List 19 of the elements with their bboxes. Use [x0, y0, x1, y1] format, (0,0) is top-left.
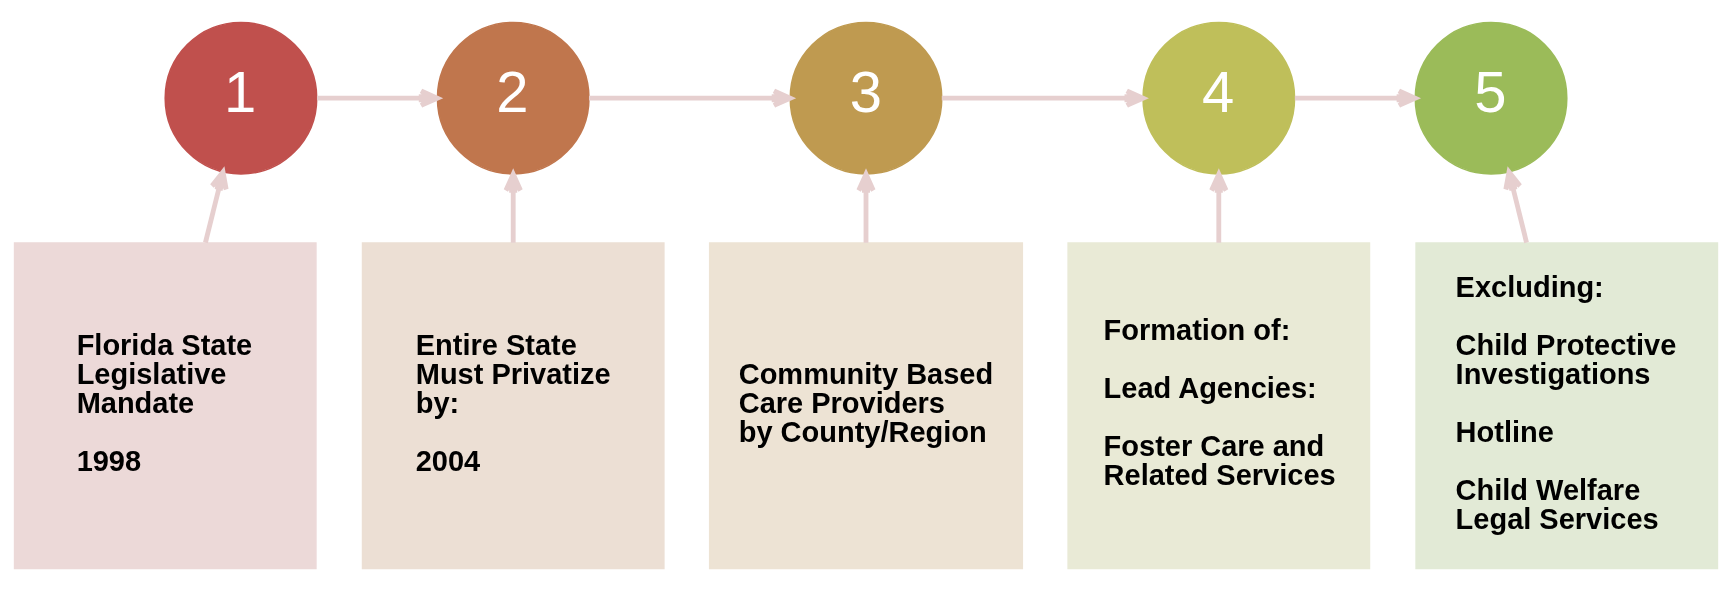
node-circle: 1: [164, 21, 318, 175]
arrow: [203, 169, 229, 243]
node-box: Community Based Care Providers by County/Region: [708, 241, 1024, 569]
node-box: Excluding: Child Protective Investigations Hotline Child Welfare Legal Services: [1415, 241, 1719, 569]
arrow: [503, 171, 523, 243]
node-box: Entire State Must Privatize by: 2004: [361, 241, 665, 569]
node-circle: 2: [436, 21, 590, 175]
arrow: [589, 88, 793, 108]
node-circle: 3: [789, 21, 943, 175]
arrow: [1503, 169, 1529, 243]
node-box: Florida State Legislative Mandate 1998: [13, 241, 317, 569]
arrow: [941, 88, 1146, 108]
arrow: [1209, 171, 1229, 243]
node-circle: 5: [1414, 21, 1568, 175]
arrow: [1294, 88, 1418, 108]
arrow: [317, 88, 440, 108]
node-box: Formation of: Lead Agencies: Foster Care and Related Services: [1067, 241, 1371, 569]
node-circle: 4: [1142, 21, 1296, 175]
arrow: [856, 171, 876, 243]
